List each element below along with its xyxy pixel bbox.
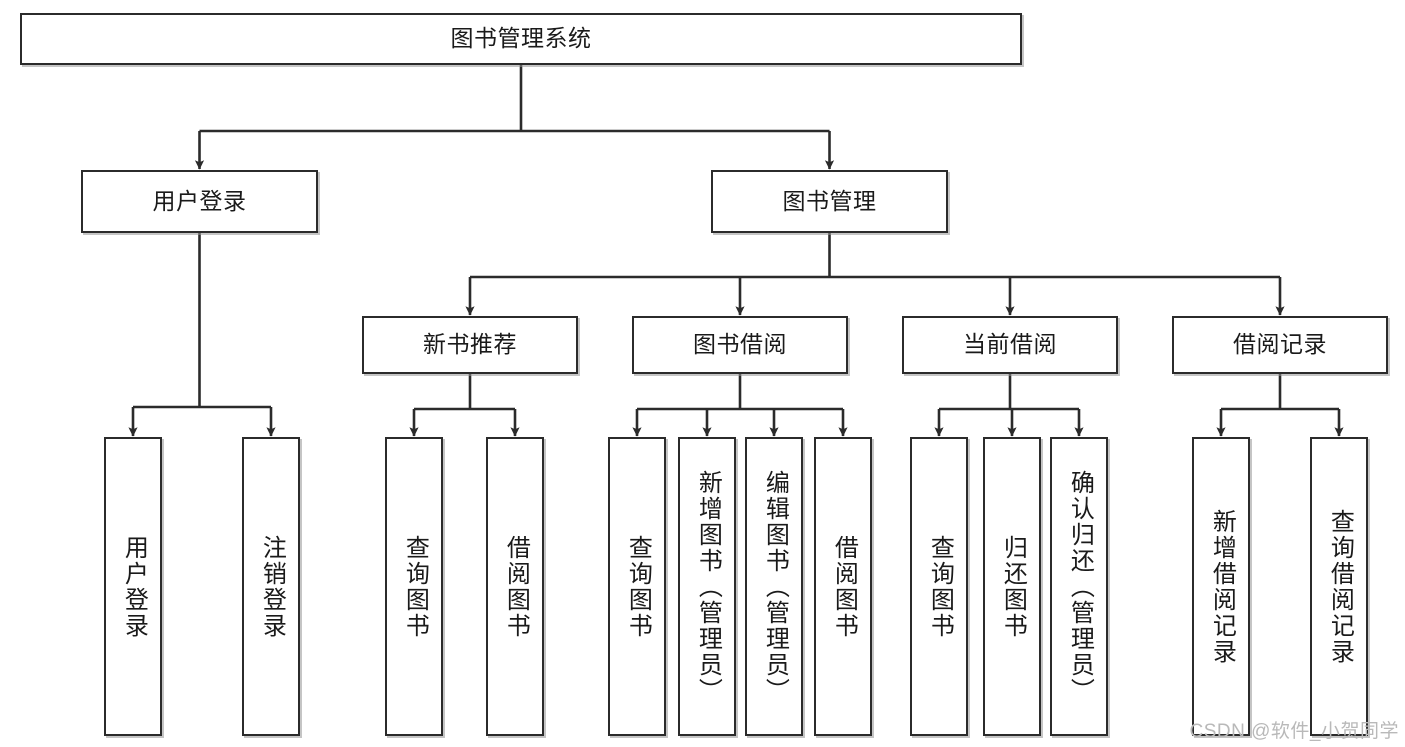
node-label: 用户登录 bbox=[120, 534, 148, 639]
node-label: 编辑图书（管理员） bbox=[761, 469, 789, 704]
node-new_book_rec[interactable]: 新书推荐 bbox=[362, 316, 578, 374]
node-label: 确认归还（管理员） bbox=[1066, 469, 1094, 704]
node-leaf_bb_edit[interactable]: 编辑图书（管理员） bbox=[745, 437, 803, 736]
node-label: 查询图书 bbox=[624, 534, 652, 639]
node-leaf_br_query[interactable]: 查询借阅记录 bbox=[1310, 437, 1368, 736]
node-root[interactable]: 图书管理系统 bbox=[20, 13, 1022, 65]
node-label: 查询图书 bbox=[401, 534, 429, 639]
node-label: 当前借阅 bbox=[963, 331, 1057, 358]
node-leaf_bb_borrow[interactable]: 借阅图书 bbox=[814, 437, 872, 736]
node-leaf_bb_add[interactable]: 新增图书（管理员） bbox=[678, 437, 736, 736]
node-label: 借阅图书 bbox=[502, 534, 530, 639]
node-label: 查询图书 bbox=[926, 534, 954, 639]
node-book_manage[interactable]: 图书管理 bbox=[711, 170, 948, 233]
node-label: 借阅记录 bbox=[1233, 331, 1327, 358]
node-leaf_user_logout[interactable]: 注销登录 bbox=[242, 437, 300, 736]
node-label: 用户登录 bbox=[152, 187, 247, 214]
node-leaf_rec_borrow[interactable]: 借阅图书 bbox=[486, 437, 544, 736]
node-leaf_rec_query[interactable]: 查询图书 bbox=[385, 437, 443, 736]
node-label: 图书管理系统 bbox=[450, 25, 592, 52]
node-label: 归还图书 bbox=[999, 534, 1027, 639]
node-label: 新增图书（管理员） bbox=[694, 469, 722, 704]
node-leaf_user_login[interactable]: 用户登录 bbox=[104, 437, 162, 736]
node-leaf_br_add[interactable]: 新增借阅记录 bbox=[1192, 437, 1250, 736]
node-label: 新增借阅记录 bbox=[1208, 508, 1236, 665]
node-label: 图书借阅 bbox=[693, 331, 787, 358]
node-leaf_cb_return[interactable]: 归还图书 bbox=[983, 437, 1041, 736]
node-current_borrow[interactable]: 当前借阅 bbox=[902, 316, 1118, 374]
node-label: 新书推荐 bbox=[423, 331, 517, 358]
node-label: 图书管理 bbox=[782, 187, 877, 214]
node-label: 查询借阅记录 bbox=[1326, 508, 1354, 665]
node-leaf_cb_confirm[interactable]: 确认归还（管理员） bbox=[1050, 437, 1108, 736]
node-borrow_record[interactable]: 借阅记录 bbox=[1172, 316, 1388, 374]
node-label: 借阅图书 bbox=[830, 534, 858, 639]
watermark-text: CSDN @软件_小贺同学 bbox=[1189, 721, 1399, 742]
node-label: 注销登录 bbox=[258, 534, 286, 639]
node-leaf_bb_query[interactable]: 查询图书 bbox=[608, 437, 666, 736]
node-leaf_cb_query[interactable]: 查询图书 bbox=[910, 437, 968, 736]
node-user_login[interactable]: 用户登录 bbox=[81, 170, 318, 233]
node-book_borrow[interactable]: 图书借阅 bbox=[632, 316, 848, 374]
